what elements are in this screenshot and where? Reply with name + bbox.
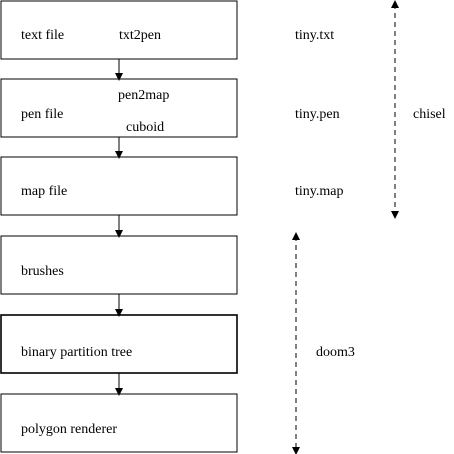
stage-label-map-file: map file (21, 184, 67, 199)
file-label-tiny-map: tiny.map (295, 184, 343, 199)
bsp-tree-box (0, 314, 238, 374)
stage-label-polygon-renderer: polygon renderer (21, 422, 117, 437)
span-label-chisel: chisel (413, 107, 446, 122)
tool-label-pen2map: pen2map (118, 88, 169, 103)
tool-label-txt2pen: txt2pen (119, 28, 161, 43)
pen-file-box (0, 78, 238, 138)
polygon-renderer-box (0, 393, 238, 453)
file-label-tiny-pen: tiny.pen (295, 107, 340, 122)
stage-label-text-file: text file (21, 28, 64, 43)
stage-label-brushes: brushes (21, 264, 64, 279)
brushes-box (0, 235, 238, 295)
stage-label-bsp-tree: binary partition tree (21, 345, 132, 360)
tool-label-cuboid: cuboid (126, 120, 164, 135)
span-label-doom3: doom3 (316, 345, 355, 360)
text-file-box (0, 0, 238, 60)
file-label-tiny-txt: tiny.txt (295, 28, 334, 43)
stage-label-pen-file: pen file (21, 107, 63, 122)
